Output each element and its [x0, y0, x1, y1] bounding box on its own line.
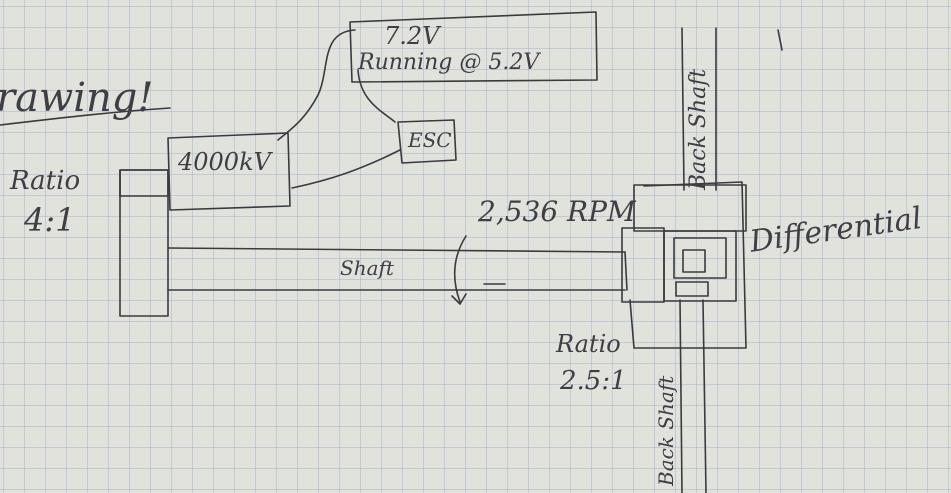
- gear-left: [120, 170, 168, 316]
- back-shaft-top-label: Back Shaft: [688, 69, 710, 190]
- drive-shaft: [168, 248, 625, 290]
- differential-lower-gear: [676, 282, 708, 296]
- rotation-arrow: [452, 236, 466, 304]
- gear-ratio-value: 4:1: [24, 204, 76, 236]
- battery-running: Running @ 5.2V: [358, 52, 539, 74]
- esc-label: ESC: [408, 130, 452, 150]
- crown-gear: [634, 185, 746, 231]
- stray-mark: [778, 30, 782, 50]
- differential-core: [683, 250, 705, 272]
- wire-battery-motor: [278, 30, 355, 140]
- wire-esc-motor: [292, 150, 400, 188]
- title-fragment: rawing!: [0, 78, 153, 118]
- diff-ratio-value: 2.5:1: [560, 368, 627, 394]
- shaft-end: [625, 252, 627, 290]
- gear-left-top: [120, 170, 168, 196]
- rpm-label: 2,536 RPM: [478, 198, 636, 226]
- wire-battery-esc: [358, 70, 395, 122]
- gear-ratio-label: Ratio: [10, 168, 80, 194]
- differential-frame: [630, 182, 746, 348]
- shaft-label: Shaft: [340, 258, 394, 278]
- battery-voltage: 7.2V: [384, 24, 440, 48]
- motor-rating: 4000kV: [178, 150, 271, 174]
- pinion-gear: [622, 228, 664, 302]
- back-shaft-bottom-label: Back Shaft: [656, 376, 676, 486]
- diff-ratio-label: Ratio: [556, 332, 621, 356]
